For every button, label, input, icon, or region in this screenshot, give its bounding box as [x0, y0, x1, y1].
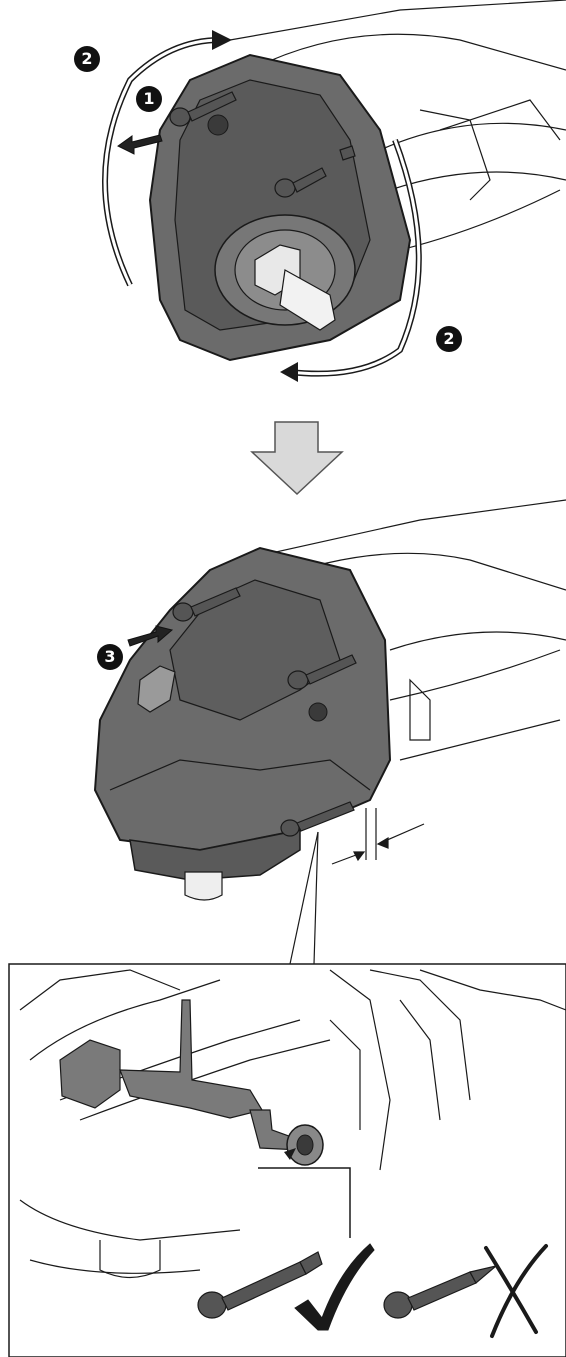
screw-boss — [286, 1124, 324, 1166]
step-badge-2-right: 2 — [436, 326, 462, 352]
detail-callout — [8, 831, 566, 1357]
middle-figure — [93, 499, 566, 901]
top-figure — [102, 0, 566, 382]
detail-frame — [8, 963, 566, 1357]
screw-top-1 — [169, 91, 237, 127]
correct-screw — [197, 1251, 323, 1319]
spindle-top — [254, 244, 336, 331]
insert-arrow — [127, 625, 174, 647]
screw-mid-2 — [287, 654, 357, 690]
cross-mark-icon — [484, 1244, 548, 1338]
step-badge-3: 3 — [97, 644, 123, 670]
incorrect-screw — [383, 1265, 497, 1319]
screw-mid-3 — [280, 801, 355, 837]
tool-body-outline-mid — [239, 499, 566, 761]
gap-indicator — [331, 808, 425, 865]
down-arrow-icon — [250, 421, 344, 496]
check-mark-icon — [294, 1243, 375, 1331]
remove-arrow — [117, 134, 163, 155]
step-badge-1: 1 — [136, 86, 162, 112]
spindle-mid — [184, 871, 223, 901]
step-badge-2: 2 — [74, 46, 100, 72]
screw-mid-1 — [172, 587, 241, 622]
screw-top-2 — [274, 145, 356, 198]
